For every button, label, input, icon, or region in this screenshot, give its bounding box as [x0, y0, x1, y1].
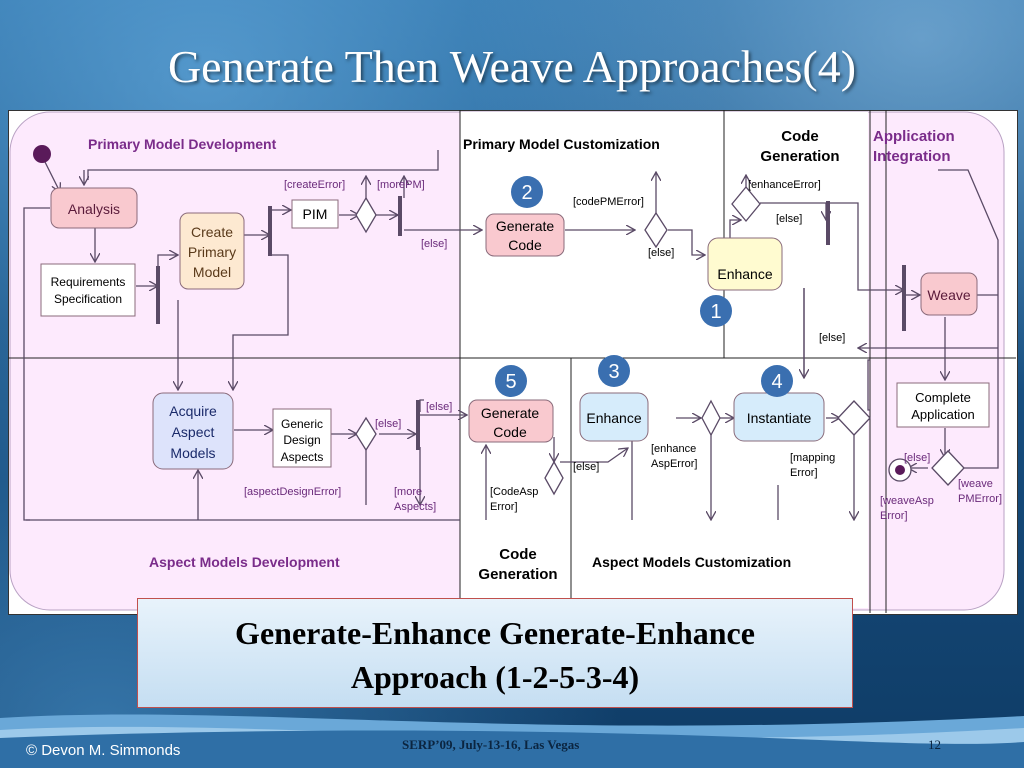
- lane-title-primary-dev: Primary Model Development: [88, 136, 277, 152]
- badge-5: [495, 365, 527, 397]
- create-primary-label-2: Primary: [188, 244, 236, 260]
- lane-title-code-gen-top-2: Generation: [760, 148, 839, 165]
- req-spec-label-1: Requirements: [51, 275, 126, 289]
- acquire-label-1: Acquire: [169, 403, 217, 419]
- enhance-bottom-action: [579, 392, 649, 442]
- pim-artifact: [291, 199, 339, 229]
- guard-create-error: [createError]: [284, 179, 345, 191]
- guard-weave-asp-error-1: [weaveAsp: [880, 495, 934, 507]
- guard-else-final: [else]: [904, 452, 930, 464]
- badge-2: [511, 176, 543, 208]
- generic-label-2: Design: [283, 433, 320, 447]
- guard-else-pim: [else]: [421, 238, 447, 250]
- swimlane-dividers: [8, 110, 1016, 613]
- guard-mapping-error-2: Error]: [790, 467, 818, 479]
- caption-line-1: Generate-Enhance Generate-Enhance: [235, 615, 755, 651]
- badge-4: [761, 365, 793, 397]
- acquire-aspect-models-action: [152, 392, 234, 470]
- caption-box: Generate-Enhance Generate-Enhance Approa…: [137, 598, 853, 708]
- generate-code-top-label-2: Code: [508, 237, 542, 253]
- guard-enhance-asp-error-2: AspError]: [651, 458, 697, 470]
- generate-code-bottom-action: [468, 399, 554, 443]
- lane-title-aspect-custom: Aspect Models Customization: [592, 554, 791, 570]
- complete-application-artifact: [896, 382, 990, 428]
- lane-title-code-gen-bottom-1: Code: [499, 546, 537, 563]
- lane-title-code-gen-bottom-2: Generation: [478, 566, 557, 583]
- generate-code-bottom-label-2: Code: [493, 424, 527, 440]
- analysis-label: Analysis: [68, 201, 120, 217]
- acquire-label-3: Models: [170, 445, 215, 461]
- req-spec-label-2: Specification: [54, 292, 122, 306]
- guard-mapping-error-1: [mapping: [790, 452, 835, 464]
- analysis-action: [50, 187, 138, 229]
- activity-diagram: Primary Model Development Primary Model …: [8, 110, 1016, 613]
- pim-label: PIM: [303, 206, 328, 222]
- generic-label-3: Aspects: [281, 450, 324, 464]
- footer-event: SERP’09, July-13-16, Las Vegas: [402, 737, 580, 752]
- complete-app-label-2: Application: [911, 407, 975, 422]
- badge-5-label: 5: [505, 371, 516, 393]
- guard-enhance-error: [enhanceError]: [748, 179, 821, 191]
- create-primary-label-1: Create: [191, 224, 233, 240]
- weave-action: [920, 272, 978, 316]
- guard-more-aspects-2: Aspects]: [394, 501, 436, 513]
- guard-more-pm: [morePM]: [377, 179, 425, 191]
- lane-title-code-gen-top-1: Code: [781, 128, 819, 145]
- badge-1: [700, 295, 732, 327]
- guard-weave-pm-error-2: PMError]: [958, 493, 1002, 505]
- weave-label: Weave: [927, 287, 971, 303]
- generate-code-bottom-label-1: Generate: [481, 405, 540, 421]
- instantiate-label: Instantiate: [747, 410, 812, 426]
- generic-label-1: Generic: [281, 417, 323, 431]
- final-node-inner: [895, 465, 905, 475]
- badge-1-label: 1: [710, 301, 721, 323]
- generate-code-top-action: [485, 213, 565, 257]
- guard-else-codeasp: [else]: [573, 461, 599, 473]
- step-badges: 2 1 5 3 4: [495, 176, 793, 397]
- decision-nodes: [355, 185, 965, 496]
- enhance-top-label: Enhance: [717, 266, 772, 282]
- guard-else-enh: [else]: [776, 213, 802, 225]
- badge-2-label: 2: [521, 182, 532, 204]
- badge-4-label: 4: [771, 371, 782, 393]
- complete-app-label-1: Complete: [915, 390, 971, 405]
- guard-else-weave: [else]: [819, 332, 845, 344]
- enhance-top-action: [707, 237, 783, 291]
- page-number: 12: [928, 737, 941, 752]
- guard-else-generic: [else]: [375, 418, 401, 430]
- guard-code-asp-error-2: Error]: [490, 501, 518, 513]
- badge-3-label: 3: [608, 361, 619, 383]
- guard-else-aspects: [else]: [426, 401, 452, 413]
- create-primary-model-action: [179, 212, 245, 290]
- caption-line-2: Approach (1-2-5-3-4): [350, 659, 640, 695]
- create-primary-label-3: Model: [193, 264, 231, 280]
- slide-title: Generate Then Weave Approaches(4): [167, 41, 857, 92]
- lane-title-aspect-dev: Aspect Models Development: [149, 554, 340, 570]
- initial-node: [33, 145, 51, 163]
- footer-wave: [0, 714, 1024, 768]
- lane-title-app-int-2: Integration: [873, 148, 951, 165]
- guard-code-asp-error-1: [CodeAsp: [490, 486, 538, 498]
- generate-code-top-label-1: Generate: [496, 218, 555, 234]
- guard-aspect-design-error: [aspectDesignError]: [244, 486, 341, 498]
- guard-else-gen: [else]: [648, 247, 674, 259]
- guard-more-aspects-1: [more: [394, 486, 422, 498]
- guard-weave-pm-error-1: [weave: [958, 478, 993, 490]
- lane-title-primary-custom: Primary Model Customization: [463, 136, 660, 152]
- action-nodes: [40, 187, 990, 470]
- requirements-spec-artifact: [40, 263, 136, 317]
- footer-author: © Devon M. Simmonds: [26, 742, 181, 759]
- guard-weave-asp-error-2: Error]: [880, 510, 908, 522]
- badge-3: [598, 355, 630, 387]
- lane-title-app-int-1: Application: [873, 128, 955, 145]
- enhance-bottom-label: Enhance: [586, 410, 641, 426]
- guard-enhance-asp-error-1: [enhance: [651, 443, 696, 455]
- guard-code-pm-error: [codePMError]: [573, 196, 644, 208]
- fork-join-bars: [156, 196, 906, 450]
- generic-design-aspects-artifact: [272, 408, 332, 468]
- acquire-label-2: Aspect: [172, 424, 215, 440]
